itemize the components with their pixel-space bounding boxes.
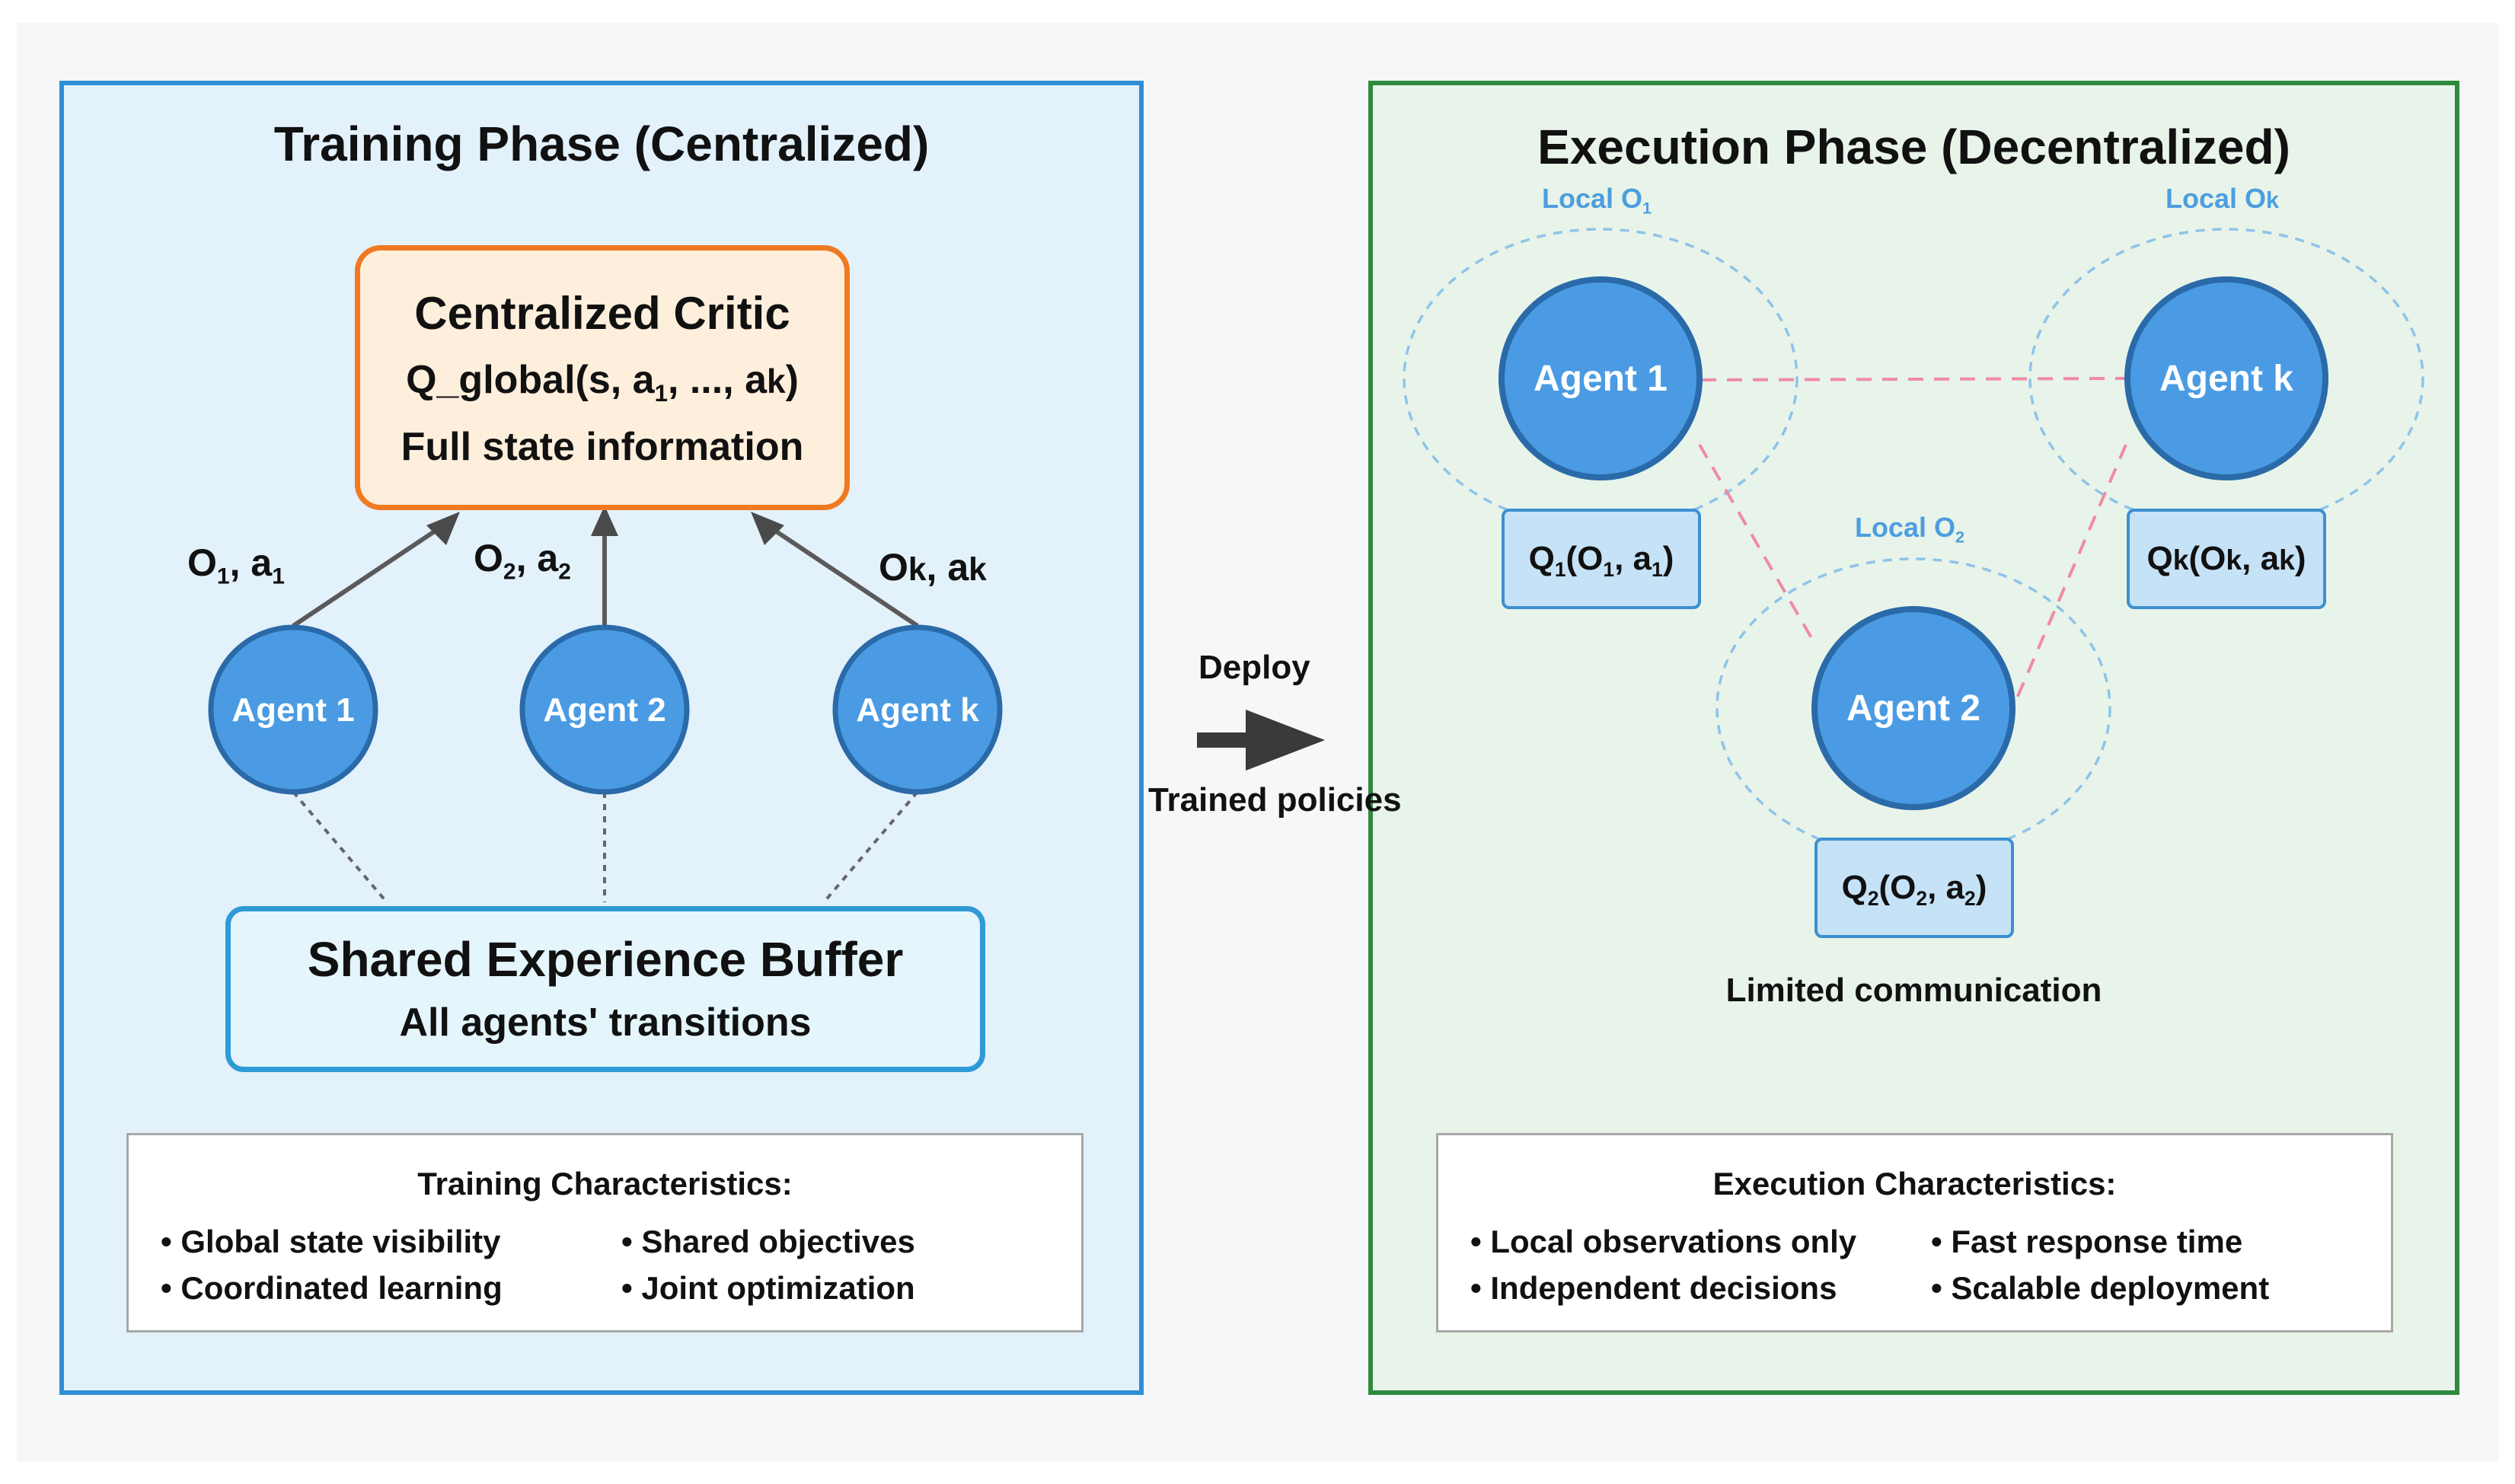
- execution-agent-1-label: Agent 1: [1533, 359, 1668, 399]
- training-characteristics-title: Training Characteristics:: [417, 1166, 793, 1202]
- execution-agent-k: [2124, 276, 2328, 480]
- execution-agent-2: [1811, 606, 2016, 810]
- training-bullet: • Shared objectives: [621, 1224, 915, 1259]
- edge-label-agent1: O1, a1: [187, 541, 285, 589]
- training-agent-k-label: Agent k: [856, 691, 979, 729]
- edge-label-agent2: O2, a2: [474, 537, 571, 585]
- centralized-critic-box: Centralized Critic Q_global(s, a1, ..., …: [355, 245, 850, 510]
- execution-characteristics-box: Execution Characteristics: • Local obser…: [1436, 1133, 2393, 1332]
- deploy-arrow: [1197, 710, 1325, 771]
- arrow-agentk-to-critic: [771, 527, 919, 628]
- arrow-agent1-to-critic: [292, 527, 439, 628]
- execution-phase-title: Execution Phase (Decentralized): [1537, 120, 2290, 174]
- local-label-1: Local O1: [1542, 183, 1652, 218]
- training-bullet: • Global state visibility: [161, 1224, 501, 1259]
- critic-info: Full state information: [401, 425, 804, 469]
- buffer-title: Shared Experience Buffer: [307, 932, 904, 987]
- execution-bullet: • Fast response time: [1931, 1224, 2243, 1259]
- limited-communication-label: Limited communication: [1725, 972, 2102, 1009]
- execution-characteristics-title: Execution Characteristics:: [1712, 1166, 2117, 1202]
- execution-bullet: • Independent decisions: [1470, 1270, 1837, 1306]
- training-agent-2: [519, 624, 690, 795]
- training-characteristics-box: Training Characteristics: • Global state…: [126, 1133, 1084, 1332]
- buffer-subtitle: All agents' transitions: [399, 1001, 812, 1045]
- deploy-sublabel: Trained policies: [1148, 781, 1402, 819]
- training-agent-1-label: Agent 1: [231, 691, 355, 729]
- arrowhead-agentk: [751, 512, 784, 545]
- training-agent-1: [208, 624, 378, 795]
- critic-title: Centralized Critic: [414, 288, 790, 339]
- deploy-label: Deploy: [1198, 649, 1310, 686]
- shared-experience-buffer: Shared Experience Buffer All agents' tra…: [225, 906, 985, 1072]
- q-box-agent-1: Q1(O1, a1): [1502, 509, 1701, 609]
- training-bullet: • Coordinated learning: [161, 1270, 503, 1306]
- training-agent-k: [832, 624, 1003, 795]
- q-box-agent-2: Q2(O2, a2): [1814, 838, 2014, 938]
- q-box-agent-k: Qk(Ok, ak): [2127, 509, 2326, 609]
- local-label-2: Local O2: [1855, 512, 1965, 547]
- training-bullet: • Joint optimization: [621, 1270, 915, 1306]
- comm-line-1-k: [1700, 377, 2127, 381]
- dotted-agent1-to-buffer: [292, 790, 388, 904]
- training-phase-title: Training Phase (Centralized): [273, 116, 930, 171]
- critic-formula: Q_global(s, a1, ..., ak): [406, 358, 799, 407]
- execution-agent-k-label: Agent k: [2159, 359, 2293, 399]
- execution-bullet: • Local observations only: [1470, 1224, 1857, 1259]
- dotted-agentk-to-buffer: [822, 790, 919, 904]
- execution-agent-2-label: Agent 2: [1846, 688, 1980, 729]
- arrowhead-agent1: [426, 512, 460, 545]
- comm-line-k-2: [2012, 444, 2127, 706]
- edge-label-agentk: Ok, ak: [879, 546, 987, 589]
- execution-bullet: • Scalable deployment: [1931, 1270, 2270, 1306]
- local-label-k: Local Ok: [2166, 183, 2280, 214]
- arrowhead-agent2: [591, 506, 618, 536]
- comm-line-1-2: [1698, 443, 1818, 647]
- execution-agent-1: [1498, 276, 1703, 480]
- training-agent-2-label: Agent 2: [543, 691, 666, 729]
